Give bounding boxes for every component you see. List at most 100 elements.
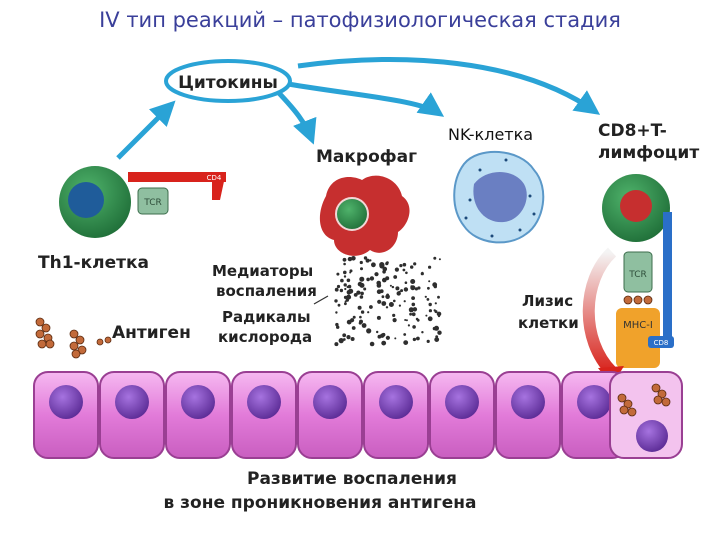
mediator-particle bbox=[434, 302, 437, 305]
mediator-particle bbox=[359, 295, 364, 299]
tissue-cell-nucleus bbox=[379, 385, 413, 419]
mediator-particle bbox=[399, 264, 403, 268]
target-cell-nucleus bbox=[636, 420, 668, 452]
mediators-line1: Медиаторы bbox=[212, 262, 313, 280]
tissue-cell-nucleus bbox=[181, 385, 215, 419]
mediator-particle bbox=[366, 277, 370, 282]
page-title: IV тип реакций – патофизиологическая ста… bbox=[99, 8, 621, 32]
mediator-particle bbox=[394, 337, 397, 340]
mediator-particle bbox=[381, 301, 387, 306]
mediator-particle bbox=[346, 319, 352, 325]
nk-cell bbox=[453, 150, 545, 244]
mediator-particle bbox=[334, 287, 339, 292]
mediator-particle bbox=[393, 299, 396, 303]
mediator-particle bbox=[412, 307, 418, 312]
mediator-particle bbox=[395, 286, 400, 291]
mediator-particle bbox=[403, 287, 409, 292]
mediator-particle bbox=[409, 312, 412, 316]
mediator-particle bbox=[405, 271, 408, 275]
mediator-particle bbox=[420, 272, 424, 276]
mediator-particle bbox=[403, 333, 407, 336]
mediator-particle bbox=[433, 256, 437, 260]
radicals-line2: кислорода bbox=[218, 328, 312, 346]
mediator-particle bbox=[416, 336, 420, 341]
mediator-particle bbox=[369, 305, 373, 309]
arrow-cytokines-to-cd8 bbox=[297, 57, 601, 115]
mediator-particle bbox=[411, 312, 416, 317]
mediator-particle bbox=[433, 309, 436, 312]
mediator-particle bbox=[415, 317, 419, 321]
tissue-cell-nucleus bbox=[577, 385, 611, 419]
bottom-line2: в зоне проникновения антигена bbox=[163, 493, 476, 513]
mediator-particle bbox=[413, 262, 417, 266]
mediator-particle bbox=[343, 283, 347, 287]
mediator-particle bbox=[361, 323, 367, 328]
mediator-particle bbox=[334, 342, 339, 347]
mediator-particle bbox=[371, 262, 376, 268]
tissue-cell-nucleus bbox=[511, 385, 545, 419]
mediator-particle bbox=[392, 313, 396, 317]
mediator-particle bbox=[342, 338, 346, 341]
mediator-particle bbox=[411, 296, 415, 300]
cd8-label-line1: CD8+T- bbox=[598, 121, 667, 141]
mediator-particle bbox=[435, 335, 439, 338]
mediator-particle bbox=[349, 269, 353, 273]
mediator-particle bbox=[365, 258, 370, 263]
mediator-particle bbox=[427, 286, 430, 290]
epithelial-tissue bbox=[33, 371, 683, 459]
mediator-particle bbox=[346, 294, 352, 300]
tissue-cell-nucleus bbox=[247, 385, 281, 419]
mediator-particle bbox=[335, 311, 338, 314]
mediator-particle bbox=[334, 299, 338, 303]
mediator-particle bbox=[376, 330, 379, 334]
macrophage-label: Макрофаг bbox=[316, 147, 417, 167]
antigen-in-target-cell bbox=[617, 383, 671, 417]
mediator-particle bbox=[403, 340, 409, 345]
mediator-particle bbox=[414, 287, 418, 291]
mediator-particle bbox=[344, 300, 347, 303]
tcr-label-cd8: TCR bbox=[628, 270, 647, 280]
mediator-particle bbox=[359, 282, 365, 288]
mediator-particle bbox=[404, 319, 407, 321]
cytokine-arrows bbox=[116, 57, 601, 160]
tcr-label-th1: TCR bbox=[143, 198, 162, 208]
mediator-particle bbox=[346, 278, 351, 283]
mediator-particle bbox=[357, 305, 362, 310]
mediator-particle bbox=[336, 272, 340, 276]
mediator-particle bbox=[411, 302, 416, 307]
mediator-particle bbox=[381, 295, 385, 299]
mediator-particle bbox=[428, 309, 432, 313]
mediator-particle bbox=[392, 318, 397, 323]
mediator-particle bbox=[410, 279, 416, 284]
mediator-particle bbox=[427, 316, 433, 322]
cytokines-ellipse bbox=[164, 59, 292, 103]
mediators-pointer bbox=[313, 295, 329, 305]
cd8-label: CD8 bbox=[654, 339, 669, 347]
mediator-particle bbox=[407, 324, 410, 327]
mediator-particle bbox=[398, 304, 401, 307]
mediator-particle bbox=[343, 295, 348, 299]
mediator-particle bbox=[389, 284, 392, 287]
mediator-particle bbox=[404, 281, 408, 285]
mediator-particle bbox=[408, 307, 414, 313]
cytokines-label: Цитокины bbox=[178, 73, 278, 93]
mediator-particle bbox=[366, 328, 372, 334]
bottom-line1: Развитие воспаления bbox=[247, 469, 457, 489]
mediator-particle bbox=[388, 302, 394, 307]
cd4-label: CD4 bbox=[207, 174, 222, 182]
mediator-particle bbox=[338, 338, 344, 344]
mediator-particle bbox=[369, 341, 375, 347]
arrow-th1-to-cytokines bbox=[116, 100, 176, 160]
mediator-particle bbox=[352, 315, 356, 319]
mediator-particle bbox=[345, 298, 349, 302]
mediator-particle bbox=[410, 265, 414, 269]
mediator-particle bbox=[359, 315, 362, 319]
mediator-particle bbox=[363, 256, 368, 260]
mediator-particle bbox=[428, 280, 431, 283]
mediator-particle bbox=[344, 302, 347, 306]
mediator-particle bbox=[339, 288, 344, 293]
mediator-particle bbox=[400, 289, 404, 293]
mediator-particle bbox=[335, 322, 339, 327]
th1-cell: TCR CD4 bbox=[59, 166, 226, 238]
mediator-particle bbox=[336, 325, 340, 329]
